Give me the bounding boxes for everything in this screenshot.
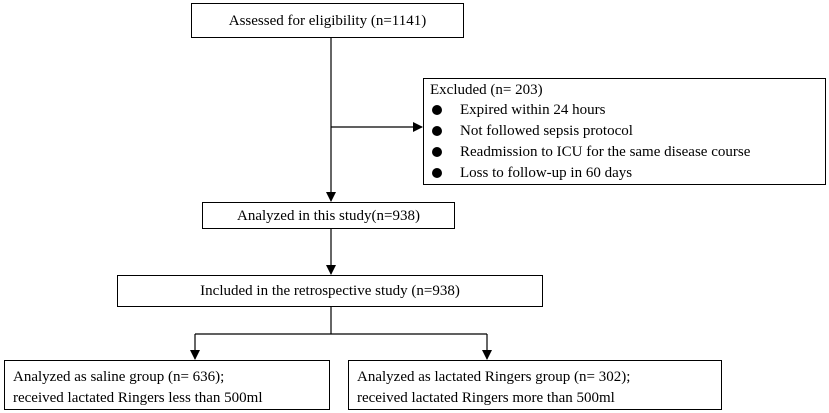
excluded-list: Expired within 24 hours Not followed sep… (424, 100, 825, 184)
excluded-item: Loss to follow-up in 60 days (424, 163, 825, 184)
assessed-box: Assessed for eligibility (n=1141) (191, 3, 464, 38)
included-text: Included in the retrospective study (n=9… (200, 283, 460, 299)
ringers-group-line2: received lactated Ringers more than 500m… (357, 390, 615, 406)
bullet-icon (432, 147, 442, 157)
bullet-icon (432, 105, 442, 115)
saline-group-line2: received lactated Ringers less than 500m… (13, 390, 263, 406)
excluded-item: Not followed sepsis protocol (424, 121, 825, 142)
ringers-group-box: Analyzed as lactated Ringers group (n= 3… (348, 360, 722, 410)
saline-group-box: Analyzed as saline group (n= 636); recei… (4, 360, 330, 410)
excluded-item: Expired within 24 hours (424, 100, 825, 121)
excluded-title: Excluded (n= 203) (430, 82, 543, 98)
bullet-icon (432, 168, 442, 178)
included-box: Included in the retrospective study (n=9… (117, 275, 543, 307)
ringers-group-line1: Analyzed as lactated Ringers group (n= 3… (357, 369, 631, 385)
bullet-icon (432, 126, 442, 136)
saline-group-line1: Analyzed as saline group (n= 636); (13, 369, 225, 385)
analyzed-box: Analyzed in this study(n=938) (202, 202, 455, 229)
excluded-box: Excluded (n= 203) Expired within 24 hour… (423, 78, 826, 185)
analyzed-text: Analyzed in this study(n=938) (236, 207, 421, 224)
excluded-item: Readmission to ICU for the same disease … (424, 142, 825, 163)
assessed-text: Assessed for eligibility (n=1141) (228, 12, 427, 29)
